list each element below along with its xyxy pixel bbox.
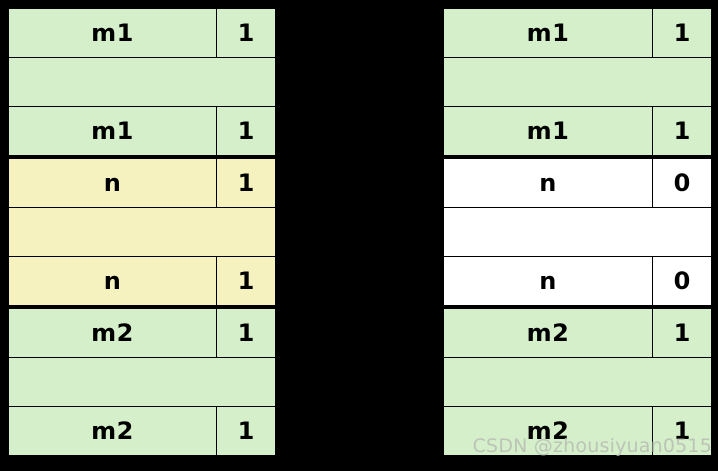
label-cell: m2 <box>9 309 217 357</box>
spacer-cell <box>9 208 275 256</box>
spacer-cell <box>9 58 275 106</box>
label-cell: m2 <box>444 309 653 357</box>
label-cell: m1 <box>9 9 217 57</box>
value-cell: 1 <box>217 309 275 357</box>
table-row <box>9 358 275 407</box>
spacer-cell <box>444 358 711 406</box>
label-cell: m2 <box>9 407 217 455</box>
value-cell: 0 <box>653 159 711 207</box>
spacer-cell <box>444 58 711 106</box>
value-cell: 1 <box>217 257 275 305</box>
value-cell: 1 <box>217 159 275 207</box>
table-row <box>444 208 711 257</box>
label-cell: n <box>444 257 653 305</box>
spacer-cell <box>9 358 275 406</box>
label-cell: m2 <box>444 407 653 455</box>
table-row <box>9 208 275 257</box>
value-cell: 1 <box>653 407 711 455</box>
value-cell: 1 <box>217 407 275 455</box>
label-cell: n <box>9 257 217 305</box>
value-cell: 1 <box>217 107 275 155</box>
value-cell: 1 <box>653 9 711 57</box>
value-cell: 0 <box>653 257 711 305</box>
table-row <box>444 58 711 107</box>
value-cell: 1 <box>217 9 275 57</box>
table-row <box>444 358 711 407</box>
table-row <box>9 58 275 107</box>
label-cell: n <box>9 159 217 207</box>
value-cell: 1 <box>653 107 711 155</box>
label-cell: n <box>444 159 653 207</box>
label-cell: m1 <box>444 107 653 155</box>
label-cell: m1 <box>9 107 217 155</box>
label-cell: m1 <box>444 9 653 57</box>
spacer-cell <box>444 208 711 256</box>
value-cell: 1 <box>653 309 711 357</box>
